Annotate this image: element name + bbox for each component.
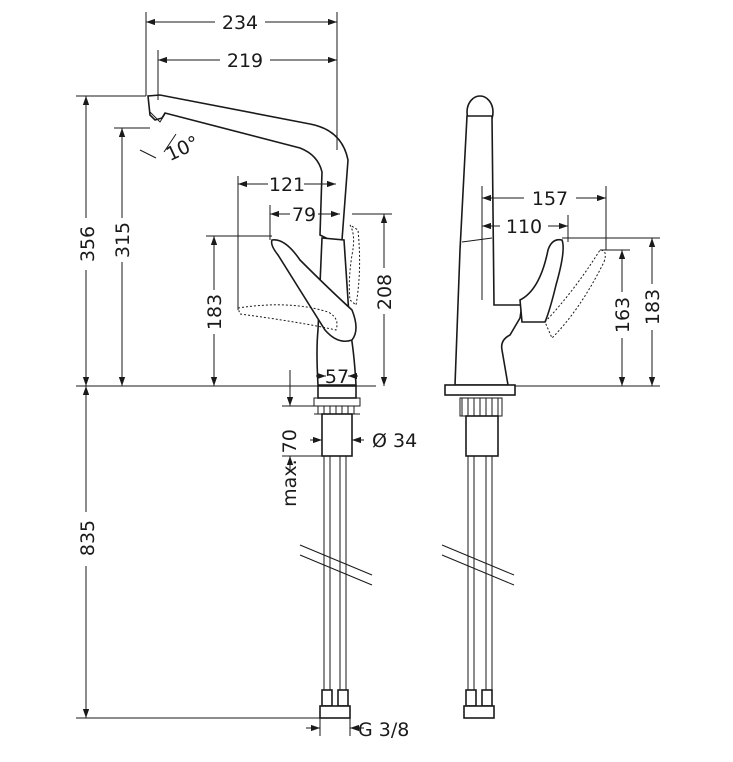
dim-79: 79 (292, 204, 316, 226)
dim-diameter-34: Ø 34 (372, 430, 417, 452)
dim-10-degrees: 10° (163, 132, 203, 166)
dim-max-70: max. 70 (279, 429, 301, 507)
side-view (76, 94, 376, 719)
front-lever (519, 238, 564, 323)
dim-315: 315 (112, 222, 134, 258)
front-body (454, 115, 523, 386)
dim-163: 163 (612, 297, 634, 333)
dim-157: 157 (532, 188, 568, 210)
front-view (441, 95, 606, 719)
lever-handle (270, 239, 357, 343)
dim-234: 234 (222, 12, 258, 34)
dim-356: 356 (77, 226, 99, 262)
dim-57: 57 (325, 366, 349, 388)
dim-835: 835 (77, 520, 99, 556)
dim-208: 208 (374, 274, 396, 310)
dim-183-right: 183 (642, 289, 664, 325)
dim-110: 110 (506, 216, 542, 238)
dim-183-left: 183 (204, 294, 226, 330)
front-view-dimensions: 157 110 163 183 (481, 186, 664, 387)
dim-thread-g38: G 3/8 (358, 719, 409, 741)
shank (321, 413, 353, 457)
dim-121: 121 (269, 174, 305, 196)
dim-219: 219 (227, 50, 263, 72)
spout (147, 94, 349, 241)
